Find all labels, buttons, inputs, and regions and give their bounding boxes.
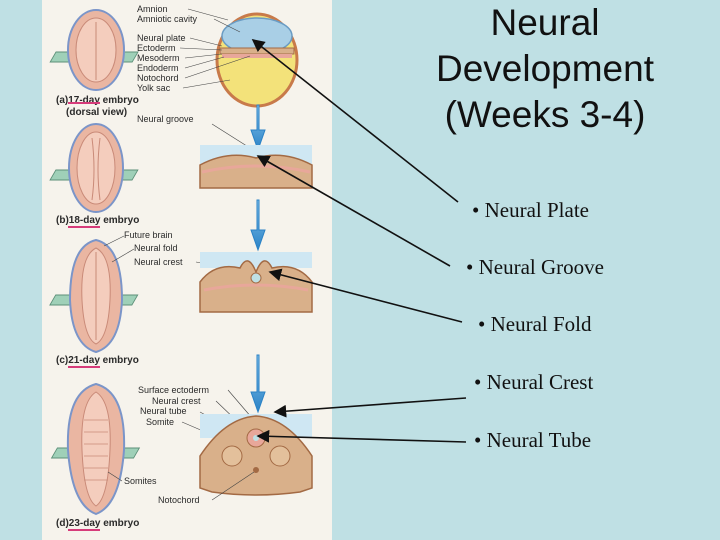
arrow-neural-plate: [251, 39, 459, 203]
label-surface-ectoderm: Surface ectoderm: [138, 385, 209, 395]
bullet-neural-groove: • Neural Groove: [466, 255, 604, 279]
label-mesoderm: Mesoderm: [137, 53, 180, 63]
label-neural-crest-d: Neural crest: [152, 396, 201, 406]
embryo-17-day: [49, 9, 139, 91]
label-somites: Somites: [124, 476, 157, 486]
down-arrow-2: [250, 199, 266, 252]
embryo-21-day: [49, 238, 139, 354]
embryo-23-day: [50, 382, 141, 516]
arrow-neural-groove: [256, 155, 451, 267]
title-line-2: Development: [435, 48, 654, 89]
bullet-neural-crest: • Neural Crest: [474, 370, 594, 394]
bullet-neural-plate: • Neural Plate: [472, 198, 589, 222]
down-arrow-1: [250, 104, 266, 152]
label-yolk-sac: Yolk sac: [137, 83, 171, 93]
leader-lines-d2: [107, 471, 255, 501]
slide-title: Neural Development (Weeks 3-4): [405, 0, 685, 138]
label-notochord: Notochord: [137, 73, 179, 83]
stage-label-dorsal-view: (dorsal view): [66, 107, 127, 118]
bullet-neural-tube: • Neural Tube: [474, 428, 592, 452]
label-notochord-d: Notochord: [158, 495, 200, 505]
stage-label-18-day: (b)18-day embryo: [56, 215, 139, 226]
label-future-brain: Future brain: [124, 230, 173, 240]
cross-section-23-day: [199, 414, 313, 496]
arrow-neural-tube: [256, 429, 467, 443]
label-amniotic-cavity: Amniotic cavity: [137, 14, 198, 24]
title-line-1: Neural: [490, 2, 600, 43]
embryo-18-day: [49, 123, 139, 213]
label-neural-crest: Neural crest: [134, 257, 183, 267]
label-neural-plate: Neural plate: [137, 33, 186, 43]
label-somite: Somite: [146, 417, 174, 427]
stage-label-17-day: (a)17-day embryo: [56, 95, 139, 106]
callout-arrows: [251, 39, 467, 443]
stage-label-21-day: (c)21-day embryo: [56, 355, 139, 366]
cross-section-21-day: [199, 252, 313, 313]
label-neural-tube: Neural tube: [140, 406, 187, 416]
label-neural-groove: Neural groove: [137, 114, 194, 124]
stage-label-23-day: (d)23-day embryo: [56, 518, 139, 529]
down-arrow-3: [250, 354, 266, 414]
bullet-neural-fold: • Neural Fold: [478, 312, 592, 336]
arrow-neural-fold: [268, 268, 463, 323]
arrow-neural-crest: [273, 397, 467, 418]
label-endoderm: Endoderm: [137, 63, 179, 73]
cross-section-17-day: [215, 12, 299, 108]
cross-section-18-day: [199, 145, 313, 189]
leader-lines-a: [179, 8, 251, 89]
label-ectoderm: Ectoderm: [137, 43, 176, 53]
label-neural-fold: Neural fold: [134, 243, 178, 253]
label-amnion: Amnion: [137, 4, 168, 14]
title-line-3: (Weeks 3-4): [444, 94, 646, 135]
